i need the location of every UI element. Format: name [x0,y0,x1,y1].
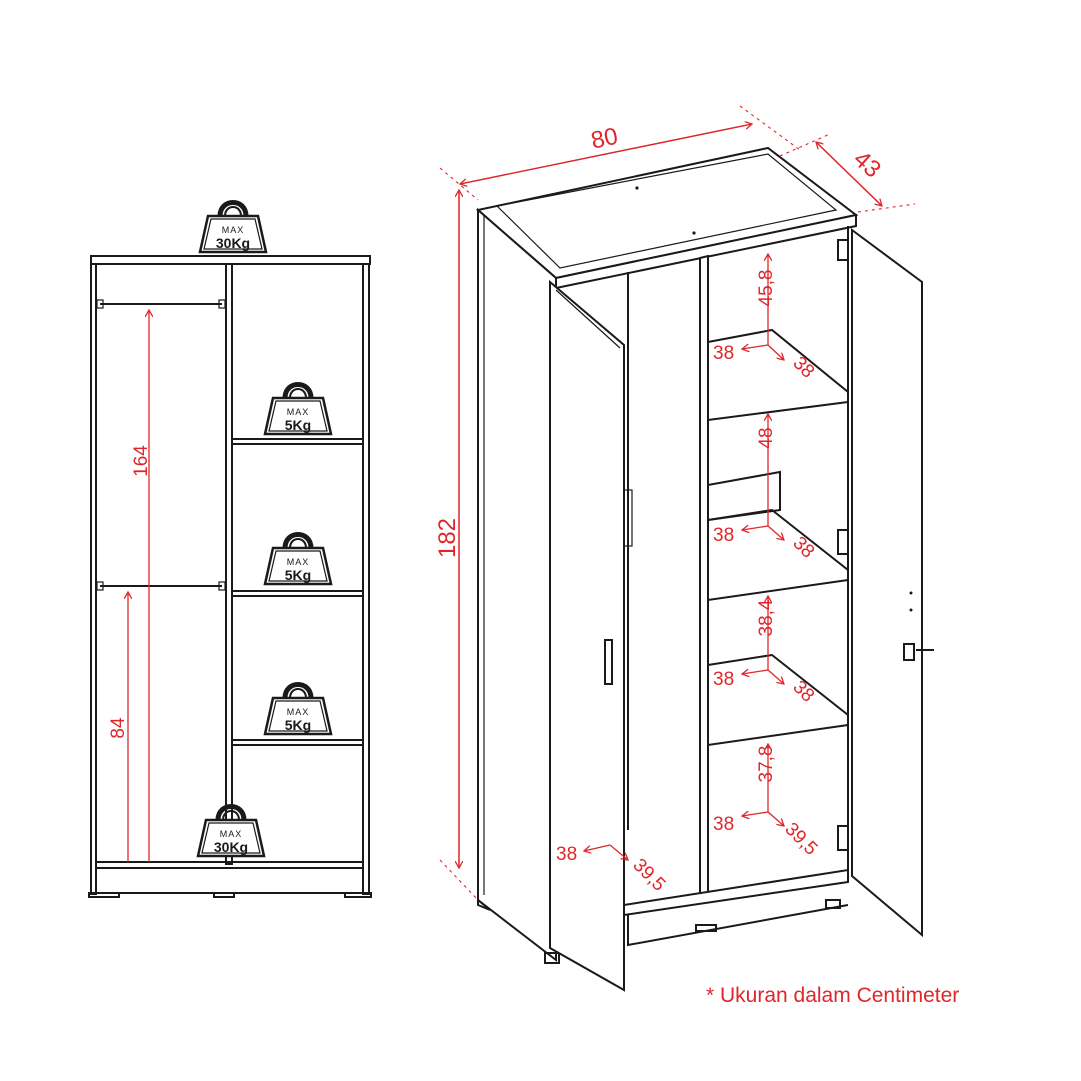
width-dimension-line-back [460,123,753,184]
front-bottom-panel [95,861,364,869]
iso-door-lock [903,643,915,661]
width-dimension: 80 [589,123,621,155]
iso-foot-back-left [477,897,491,911]
iso-door-hole-2 [909,608,913,612]
lower-rod-bracket-right [218,581,226,591]
compartment-2-width: 38 [713,525,734,546]
upper-rod-bracket-left [96,299,104,309]
depth-extension-back [779,133,831,157]
width-extension-left [439,167,479,201]
front-divider [225,263,233,865]
height-extension-bottom [439,859,479,901]
iso-divider-panel [699,254,709,896]
compartment-4-width: 38 [713,814,734,835]
weight-bottom-max: MAX [220,829,243,839]
iso-top-dot-2 [692,231,696,235]
isometric-view: 80 43 182 45,8 38 38 48 38 38 [434,105,934,992]
weight-shelf-2-icon: MAX 5Kg [265,535,331,585]
footnote: * Ukuran dalam Centimeter [706,984,960,1007]
iso-foot-right [825,899,841,909]
compartment-3-width: 38 [713,669,734,690]
left-compartment-width: 38 [556,844,577,865]
weight-top-max: MAX [222,225,245,235]
front-left-side [90,263,97,895]
iso-hinge-top [837,239,849,261]
lower-rod-bracket-left [96,581,104,591]
compartment-2-height: 48 [756,427,777,448]
iso-top-dot-1 [635,186,639,190]
weight-shelf-1-value: 5Kg [285,417,311,433]
weight-shelf-3-max: MAX [287,707,310,717]
front-foot-left [88,892,120,898]
iso-top-inner [495,153,838,269]
iso-shelf-3 [707,653,849,747]
iso-foot-mid [695,924,717,932]
front-view: 164 84 MAX 30Kg MAX 5Kg MAX 5Kg MAX 5Kg … [88,203,372,898]
iso-right-door [851,228,923,938]
weight-bottom-value: 30Kg [214,839,248,855]
weight-shelf-2-value: 5Kg [285,567,311,583]
compartment-1-height: 45,8 [756,270,777,307]
front-right-side [362,263,370,895]
height-dimension: 182 [434,518,461,558]
width-extension-right [739,105,801,151]
iso-door-hole-1 [909,591,913,595]
front-shelf-3 [231,739,364,746]
iso-foot-front-left [544,952,560,964]
front-foot-mid [213,892,235,898]
weight-shelf-1-max: MAX [287,407,310,417]
iso-left-door [549,279,625,992]
iso-back-rail [707,470,781,521]
iso-hinge-middle [837,529,849,555]
iso-plinth [627,904,849,947]
weight-shelf-3-value: 5Kg [285,717,311,733]
front-shelf-1 [231,438,364,445]
iso-left-door-latch [623,489,633,547]
depth-dimension-line-back [816,142,883,207]
weight-bottom-icon: MAX 30Kg [198,807,264,857]
weight-top-value: 30Kg [216,235,250,251]
compartment-3-height: 38,4 [756,599,777,636]
iso-left-door-handle [604,639,613,685]
compartment-4-dimensions: 37,8 38 39,5 [713,744,821,860]
front-top-panel [90,255,371,265]
compartment-4-height: 37,8 [756,746,777,783]
upper-hanging-dimension: 164 [131,445,152,477]
weight-top-icon: MAX 30Kg [200,203,266,253]
front-foot-right [344,892,372,898]
iso-left-side [477,207,557,963]
lower-hanging-dimension: 84 [108,717,129,739]
iso-shelf-2 [707,508,849,602]
weight-shelf-2-max: MAX [287,557,310,567]
compartment-1-width: 38 [713,343,734,364]
iso-hinge-bottom [837,825,849,851]
weight-shelf-3-icon: MAX 5Kg [265,685,331,735]
iso-shelf-1 [707,328,849,422]
front-shelf-2 [231,590,364,597]
left-compartment-depth: 39,5 [628,855,669,896]
depth-extension-front [857,203,916,213]
upper-rod-bracket-right [218,299,226,309]
weight-shelf-1-icon: MAX 5Kg [265,385,331,435]
iso-left-door-edge [555,289,621,349]
compartment-4-depth: 39,5 [780,819,821,860]
